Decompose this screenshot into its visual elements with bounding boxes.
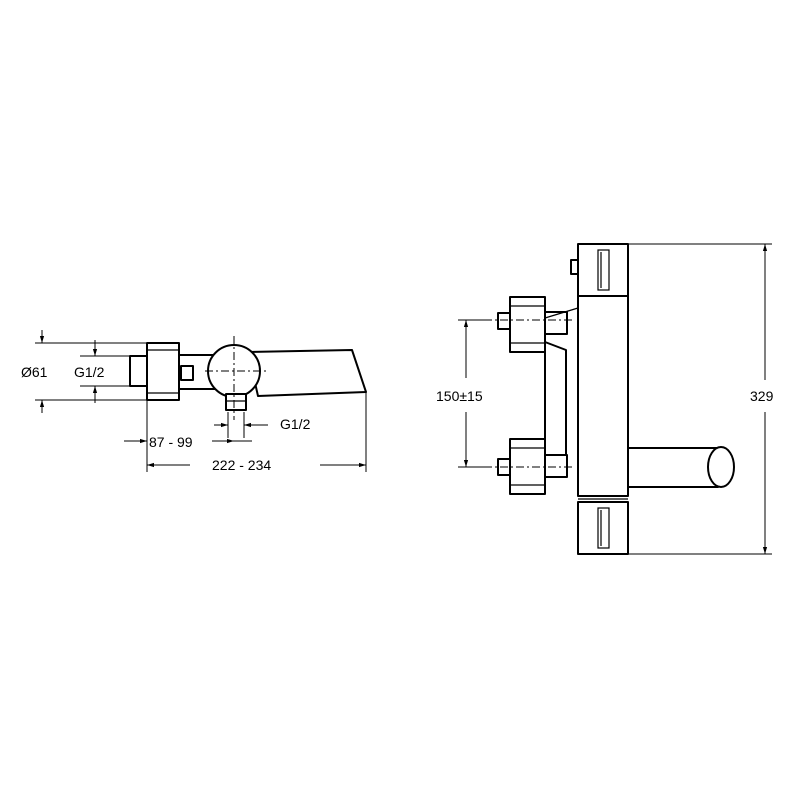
side-control-knob [146,342,180,401]
front-view: 150±15 329 [436,243,774,555]
front-top-button [570,259,579,275]
side-spout [247,349,367,397]
height-label: 329 [750,388,774,404]
outlet-thread-label: G1/2 [280,416,311,432]
front-top-inlet-fitting [544,311,568,335]
front-bottom-inlet-fitting [544,454,568,478]
front-top-inlet-nut [509,296,546,353]
front-top-cap [577,243,629,297]
inlet-spacing-label: 150±15 [436,388,483,404]
front-inlet-channel [544,341,567,469]
dia-label: Ø61 [21,364,48,380]
front-bottom-knob [577,501,629,555]
inlet-thread-label: G1/2 [74,364,105,380]
offset-label: 87 - 99 [149,434,193,450]
front-body [577,293,629,497]
front-top-inlet-stub [497,312,511,330]
side-view: Ø61 G1/2 G1/2 87 - 99 222 - 234 [21,330,367,473]
front-spout-opening [707,446,735,488]
length-label: 222 - 234 [212,457,271,473]
side-outlet-nozzle [225,393,247,411]
side-connector [180,365,194,381]
